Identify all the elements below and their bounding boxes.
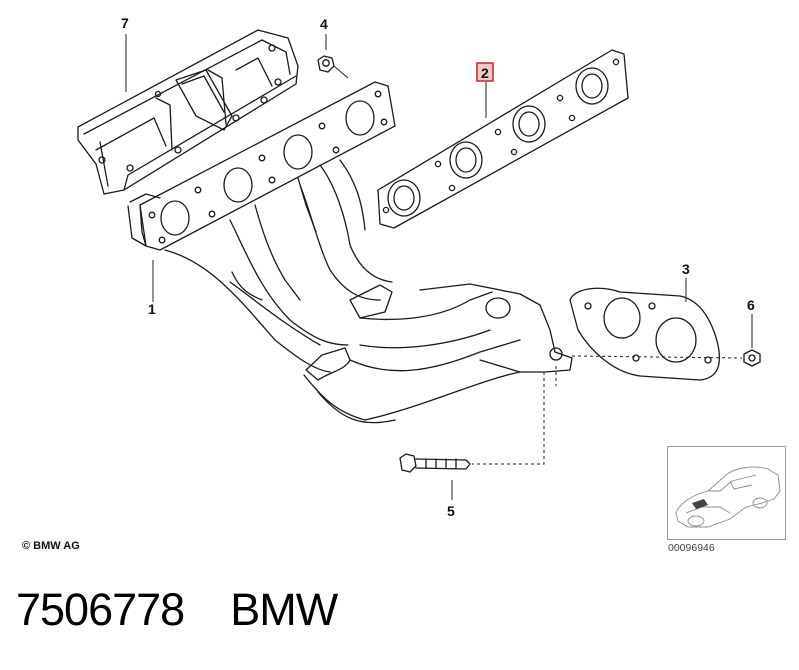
callout-7[interactable]: 7 (121, 15, 129, 31)
car-thumbnail-icon (675, 466, 781, 528)
diagram-code: 00096946 (668, 542, 715, 554)
copyright-notice: © BMW AG (22, 540, 80, 552)
part-number: 7506778 (16, 584, 185, 635)
callout-2[interactable]: 2 (481, 65, 489, 81)
nut-part-6 (743, 349, 761, 367)
manifold-pipes-part (164, 159, 573, 424)
manifold-flange-part (127, 81, 396, 251)
nut-part-4 (317, 55, 335, 73)
callout-4[interactable]: 4 (320, 16, 328, 32)
part-2-highlight (476, 62, 494, 82)
brand-name: BMW (230, 584, 338, 635)
callout-3[interactable]: 3 (682, 261, 690, 277)
flange-gasket-part (569, 287, 721, 381)
heat-shield-part (77, 29, 299, 195)
bolt-part-5 (399, 453, 471, 473)
vehicle-thumbnail (667, 446, 786, 540)
callout-6[interactable]: 6 (747, 297, 755, 313)
manifold-gasket-part (377, 49, 629, 229)
callout-5[interactable]: 5 (447, 503, 455, 519)
leader-lines (125, 34, 753, 500)
callout-1[interactable]: 1 (148, 301, 156, 317)
footer-caption: 7506778 BMW (16, 584, 338, 644)
